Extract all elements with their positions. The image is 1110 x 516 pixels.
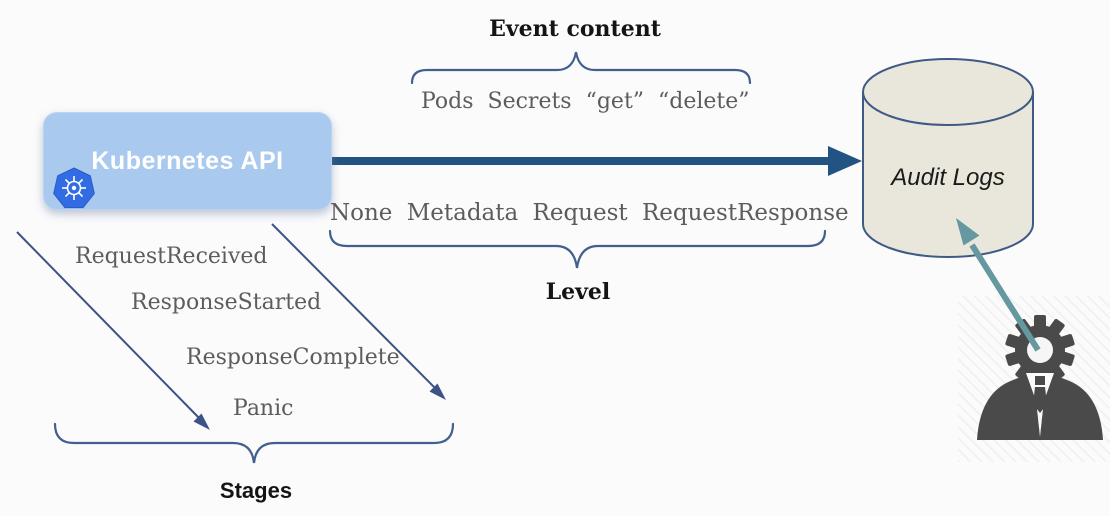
admin-to-auditlogs-arrow: [956, 218, 1041, 352]
kubernetes-api-label: Kubernetes API: [91, 146, 284, 175]
api-to-auditlogs-arrow-head: [828, 146, 862, 176]
gear-icon: [1005, 315, 1075, 385]
tie-icon: [1033, 376, 1047, 413]
stages-arrow-right: [271, 223, 446, 400]
event-content-items: Pods Secrets “get” “delete”: [421, 89, 750, 114]
stage-response-started: ResponseStarted: [131, 290, 322, 315]
stages-arrow-left: [16, 231, 210, 430]
stages-brace: [53, 422, 455, 464]
kubernetes-logo-icon: [53, 167, 95, 209]
level-items: None Metadata Request RequestResponse: [330, 200, 849, 226]
audit-logs-label: Audit Logs: [891, 164, 1005, 191]
stage-panic: Panic: [233, 396, 294, 421]
level-brace: [328, 229, 827, 269]
audit-logs-cylinder: [862, 58, 1034, 258]
event-content-brace: [410, 51, 752, 85]
stage-request-received: RequestReceived: [75, 244, 268, 269]
event-content-title: Event content: [489, 16, 661, 42]
admin-user-icon: [977, 315, 1103, 440]
level-title: Level: [545, 279, 611, 305]
stage-response-complete: ResponseComplete: [186, 345, 400, 370]
stages-title: Stages: [219, 478, 293, 503]
api-to-auditlogs-arrow-shaft: [330, 157, 832, 165]
